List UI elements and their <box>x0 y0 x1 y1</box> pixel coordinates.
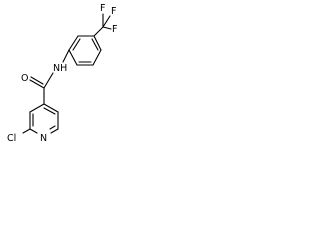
pyridine-nitrogen-atom: N <box>40 133 47 144</box>
amide-linker <box>29 49 70 105</box>
trifluoromethyl-group <box>93 13 112 37</box>
pyridine-ring <box>22 103 59 134</box>
fluorine-atom-2: F <box>111 6 116 17</box>
molecule-structure: F F F NH O N Cl <box>7 3 117 144</box>
amide-nh-atom: NH <box>53 63 67 74</box>
fluorine-atom-3: F <box>112 24 117 35</box>
chlorine-atom: Cl <box>7 133 16 144</box>
fluorine-atom-1: F <box>100 3 105 14</box>
phenyl-ring <box>68 35 102 66</box>
carbonyl-oxygen-atom: O <box>21 73 28 84</box>
